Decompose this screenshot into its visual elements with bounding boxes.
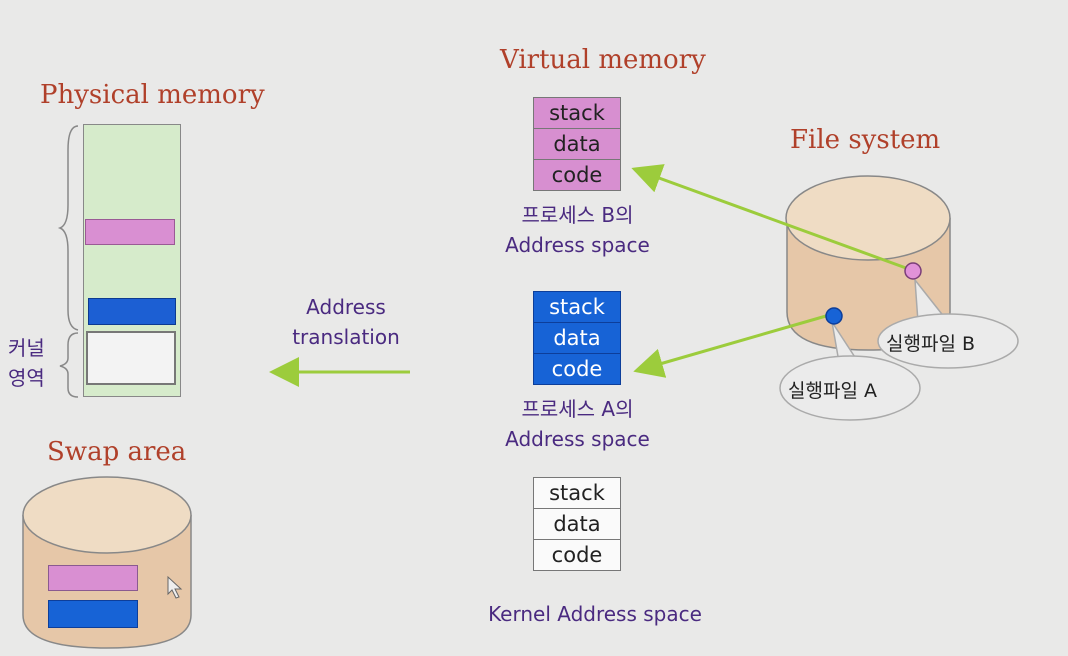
file-system-title: File system [790,125,941,155]
process-a-address-space: stack data code [533,291,621,385]
kernel-area-line2: 영역 [8,366,45,390]
executable-b-callout [877,277,1019,369]
address-translation-label: Address translation [286,292,406,352]
address-translation-line1: Address [306,295,386,319]
process-a-code: code [533,353,621,385]
kernel-data: data [533,508,621,540]
kernel-area-label: 커널 영역 [8,333,45,393]
swap-page-process-a [48,600,138,628]
executable-b-label: 실행파일 B [886,333,975,355]
swap-page-process-b [48,565,138,591]
process-b-code: code [533,159,621,191]
process-b-stack: stack [533,97,621,129]
mapping-arrow-a [633,314,827,378]
physical-page-process-b [85,219,175,245]
physical-kernel-region [86,331,176,385]
kernel-stack: stack [533,477,621,509]
process-b-caption: 프로세스 B의 Address space [490,200,665,260]
process-a-stack: stack [533,291,621,323]
executable-a-dot [825,307,843,325]
physical-memory-title: Physical memory [40,80,265,110]
process-a-data: data [533,322,621,354]
user-region-brace [57,125,79,331]
swap-area-title: Swap area [47,437,187,467]
kernel-region-brace [59,332,79,398]
executable-b-dot [904,262,922,280]
physical-page-process-a [88,298,176,325]
executable-a-label: 실행파일 A [788,380,877,402]
mouse-cursor-icon [167,575,183,599]
process-b-caption-line1: 프로세스 B의 [521,203,634,227]
process-a-caption: 프로세스 A의 Address space [490,394,665,454]
process-b-data: data [533,128,621,160]
kernel-area-line1: 커널 [8,336,45,360]
kernel-code: code [533,539,621,571]
kernel-address-space: stack data code [533,477,621,571]
kernel-caption: Kernel Address space [488,602,702,626]
virtual-memory-title: Virtual memory [500,45,706,75]
process-a-caption-line2: Address space [505,427,650,451]
process-a-caption-line1: 프로세스 A의 [521,397,634,421]
process-b-address-space: stack data code [533,97,621,191]
executable-a-callout [779,321,921,421]
address-translation-line2: translation [292,325,400,349]
mapping-arrow-b [631,164,907,270]
process-b-caption-line2: Address space [505,233,650,257]
